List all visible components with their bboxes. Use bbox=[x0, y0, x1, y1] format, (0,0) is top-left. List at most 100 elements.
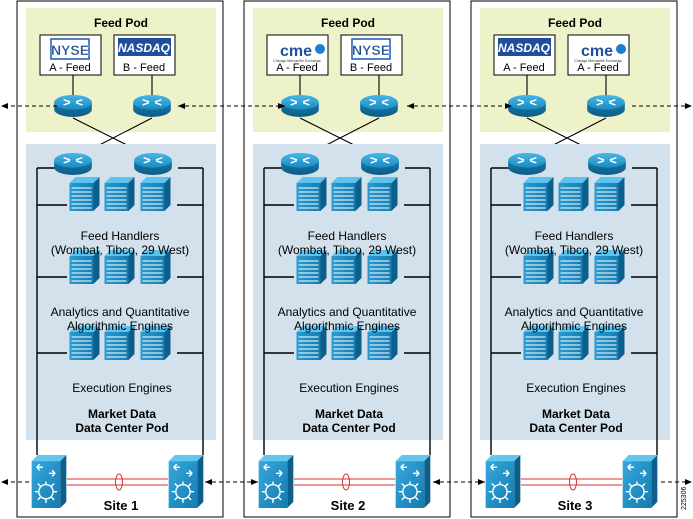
arrow-s2s3-top-r bbox=[505, 103, 512, 109]
feed-pod-title: Feed Pod bbox=[94, 16, 148, 30]
analytics-sublabel: Algorithmic Engines bbox=[521, 319, 627, 333]
analytics-label: Analytics and Quantitative bbox=[278, 305, 417, 319]
pod-buses bbox=[490, 167, 658, 455]
pod-buses bbox=[263, 167, 431, 455]
router-icon bbox=[508, 153, 546, 176]
server-icon bbox=[140, 177, 171, 211]
inter-site-links bbox=[4, 105, 690, 483]
core-switch-right-icon bbox=[395, 455, 431, 508]
feed-source-2: NASDAQ B - Feed bbox=[113, 34, 176, 76]
server-icon bbox=[523, 177, 554, 211]
feed-caption: B - Feed bbox=[350, 62, 392, 74]
etherchannel-link bbox=[67, 473, 168, 491]
feed-handlers-sublabel: (Wombat, Tibco, 29 West) bbox=[505, 243, 643, 257]
router-icon bbox=[54, 153, 92, 176]
etherchannel-link bbox=[294, 473, 395, 491]
router-icon bbox=[587, 95, 625, 118]
arrow-left-top bbox=[1, 103, 8, 109]
analytics-label: Analytics and Quantitative bbox=[505, 305, 644, 319]
core-switch-right-icon bbox=[622, 455, 658, 508]
etherchannel-ring-icon bbox=[115, 473, 123, 491]
site-label: Site 2 bbox=[331, 498, 366, 513]
nyse-logo-frame bbox=[351, 38, 391, 60]
site-label: Site 3 bbox=[558, 498, 593, 513]
etherchannel-link bbox=[521, 473, 622, 491]
feed-caption: A - Feed bbox=[276, 62, 318, 74]
router-icon bbox=[588, 153, 626, 176]
nyse-logo: NYSE bbox=[51, 42, 89, 58]
feed-source-2: NYSE B - Feed bbox=[340, 34, 403, 76]
figure-id: 225306 bbox=[681, 487, 688, 510]
server-icon bbox=[331, 177, 362, 211]
feed-handlers-sublabel: (Wombat, Tibco, 29 West) bbox=[51, 243, 189, 257]
pod-subtitle: Data Center Pod bbox=[75, 421, 168, 435]
feed-caption: A - Feed bbox=[577, 62, 619, 74]
router-icon bbox=[281, 153, 319, 176]
arrow-s1s2-top-l bbox=[178, 103, 185, 109]
arrow-right-bottom bbox=[685, 479, 692, 485]
core-switch-left-icon bbox=[258, 455, 294, 508]
arrow-s2s3-bot-l bbox=[433, 479, 440, 485]
arrow-right-top bbox=[685, 103, 692, 109]
pod-title: Market Data bbox=[88, 407, 156, 421]
feed-handlers-sublabel: (Wombat, Tibco, 29 West) bbox=[278, 243, 416, 257]
feed-handlers-label: Feed Handlers bbox=[308, 229, 387, 243]
nyse-logo-frame bbox=[50, 38, 90, 60]
cme-logo: cme bbox=[280, 43, 312, 60]
router-icon bbox=[508, 95, 546, 118]
cme-logo: cme bbox=[581, 43, 613, 60]
analytics-sublabel: Algorithmic Engines bbox=[67, 319, 173, 333]
router-icon bbox=[360, 95, 398, 118]
analytics-label: Analytics and Quantitative bbox=[51, 305, 190, 319]
pod-subtitle: Data Center Pod bbox=[302, 421, 395, 435]
cme-globe-icon bbox=[616, 44, 626, 54]
site-label: Site 1 bbox=[104, 498, 139, 513]
router-icon bbox=[133, 95, 171, 118]
cme-globe-icon bbox=[315, 44, 325, 54]
pod-title: Market Data bbox=[315, 407, 383, 421]
feed-caption: A - Feed bbox=[49, 62, 91, 74]
server-icon bbox=[104, 177, 135, 211]
feed-caption: A - Feed bbox=[503, 62, 545, 74]
router-icon bbox=[281, 95, 319, 118]
feed-pod-title: Feed Pod bbox=[321, 16, 375, 30]
core-switch-left-icon bbox=[31, 455, 67, 508]
server-icon bbox=[296, 177, 327, 211]
pod-title: Market Data bbox=[542, 407, 610, 421]
feed-source-1: NYSE A - Feed bbox=[39, 34, 102, 76]
feed-pod-title: Feed Pod bbox=[548, 16, 602, 30]
link-arrowheads bbox=[1, 103, 692, 485]
execution-engines-label: Execution Engines bbox=[72, 381, 171, 395]
router-icon bbox=[54, 95, 92, 118]
server-icon bbox=[69, 177, 100, 211]
execution-engines-label: Execution Engines bbox=[526, 381, 625, 395]
feed-logo-box bbox=[266, 34, 329, 76]
arrow-left-bottom bbox=[1, 479, 8, 485]
execution-engines-label: Execution Engines bbox=[299, 381, 398, 395]
server-icon bbox=[558, 177, 589, 211]
arrow-s1s2-bot-r bbox=[251, 479, 258, 485]
nyse-logo: NYSE bbox=[352, 42, 390, 58]
etherchannel-ring-icon bbox=[569, 473, 577, 491]
nasdaq-logo: NASDAQ bbox=[118, 41, 171, 55]
router-icon bbox=[361, 153, 399, 176]
analytics-sublabel: Algorithmic Engines bbox=[294, 319, 400, 333]
arrow-s2s3-bot-r bbox=[478, 479, 485, 485]
core-switch-right-icon bbox=[168, 455, 204, 508]
feed-caption: B - Feed bbox=[123, 62, 165, 74]
server-icon bbox=[367, 177, 398, 211]
arrow-s2s3-top-l bbox=[407, 103, 414, 109]
server-icon bbox=[594, 177, 625, 211]
arrow-s1s2-top-r bbox=[278, 103, 285, 109]
feed-handlers-label: Feed Handlers bbox=[81, 229, 160, 243]
cme-logo-tagline: Chicago Mercantile Exchange bbox=[273, 59, 321, 63]
nasdaq-logo-bg bbox=[118, 38, 171, 56]
arrow-s1s2-bot-l bbox=[205, 479, 212, 485]
